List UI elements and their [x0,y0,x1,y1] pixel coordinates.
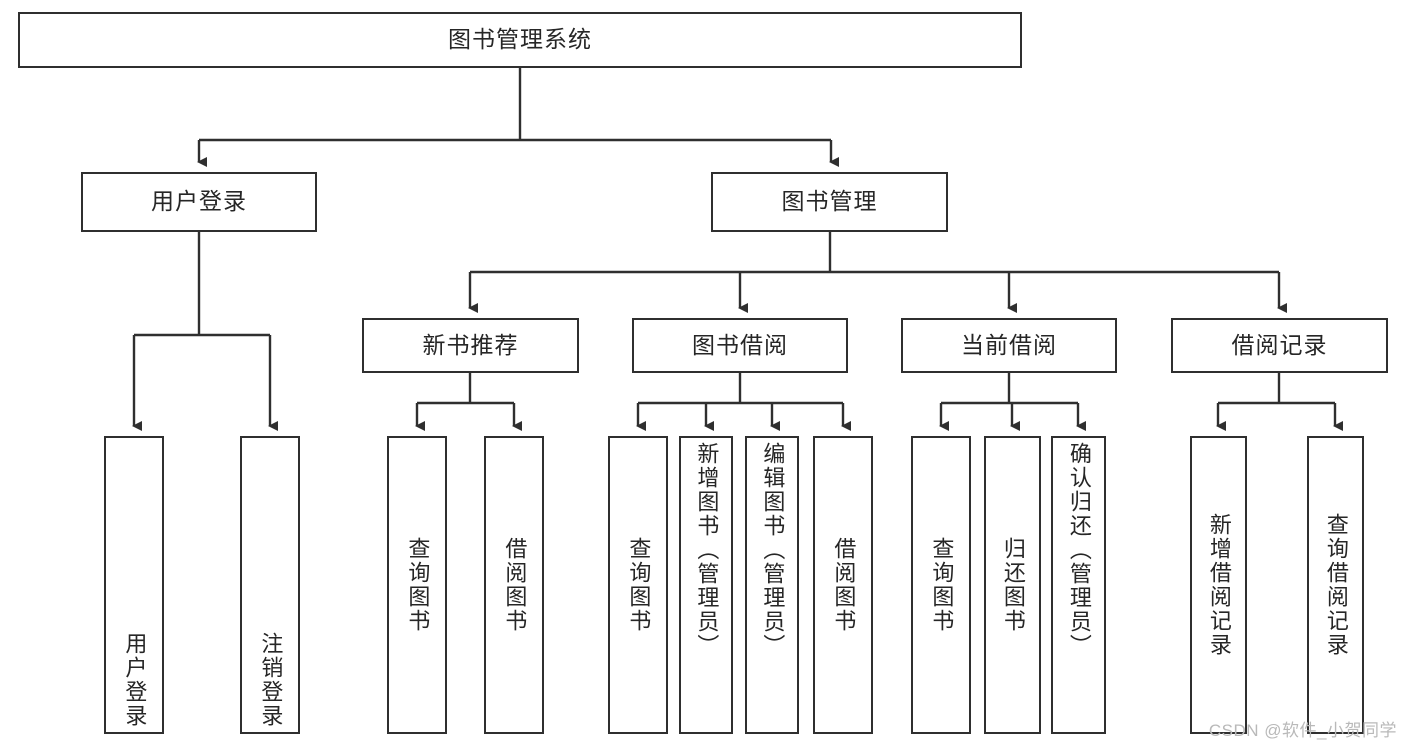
node-leaf-borrow-book-1-label: 借阅图书 [502,537,528,633]
node-current-borrow-label: 当前借阅 [961,331,1057,358]
node-book-borrow[interactable]: 图书借阅 [632,318,848,373]
node-current-borrow[interactable]: 当前借阅 [901,318,1117,373]
node-leaf-query-book-1-label: 查询图书 [405,537,431,633]
node-new-book-recommend[interactable]: 新书推荐 [362,318,579,373]
node-leaf-user-login-label: 用户登录 [122,632,148,728]
node-borrow-record[interactable]: 借阅记录 [1171,318,1388,373]
node-borrow-record-label: 借阅记录 [1231,331,1328,358]
node-leaf-add-borrow-record[interactable]: 新增借阅记录 [1190,436,1247,734]
node-book-borrow-label: 图书借阅 [692,331,788,358]
node-leaf-edit-book-admin-label: 编辑图书（管理员） [760,442,786,658]
node-leaf-query-borrow-record[interactable]: 查询借阅记录 [1307,436,1364,734]
node-leaf-return-book-label: 归还图书 [1000,537,1026,633]
node-leaf-logout-login-label: 注销登录 [258,632,284,728]
node-user-login[interactable]: 用户登录 [81,172,317,232]
node-leaf-confirm-return-admin-label: 确认归还（管理员） [1066,442,1092,658]
node-leaf-borrow-book-2[interactable]: 借阅图书 [813,436,873,734]
node-leaf-query-book-2[interactable]: 查询图书 [608,436,668,734]
node-leaf-query-borrow-record-label: 查询借阅记录 [1323,513,1349,657]
watermark-text: CSDN @软件_小贺同学 [1208,721,1397,740]
node-leaf-return-book[interactable]: 归还图书 [984,436,1041,734]
node-root-label: 图书管理系统 [448,26,592,53]
node-leaf-borrow-book-1[interactable]: 借阅图书 [484,436,544,734]
node-leaf-query-book-3[interactable]: 查询图书 [911,436,971,734]
node-leaf-add-borrow-record-label: 新增借阅记录 [1206,513,1232,657]
node-leaf-edit-book-admin[interactable]: 编辑图书（管理员） [745,436,799,734]
node-leaf-query-book-2-label: 查询图书 [626,537,652,633]
node-leaf-borrow-book-2-label: 借阅图书 [831,537,857,633]
node-leaf-logout-login[interactable]: 注销登录 [240,436,300,734]
node-root-system[interactable]: 图书管理系统 [18,12,1022,68]
node-leaf-add-book-admin[interactable]: 新增图书（管理员） [679,436,733,734]
node-user-login-label: 用户登录 [151,188,247,215]
node-leaf-query-book-3-label: 查询图书 [929,537,955,633]
node-book-management-label: 图书管理 [781,188,878,215]
node-book-management[interactable]: 图书管理 [711,172,948,232]
node-new-book-recommend-label: 新书推荐 [422,331,519,358]
node-leaf-confirm-return-admin[interactable]: 确认归还（管理员） [1051,436,1106,734]
node-leaf-user-login[interactable]: 用户登录 [104,436,164,734]
node-leaf-query-book-1[interactable]: 查询图书 [387,436,447,734]
node-leaf-add-book-admin-label: 新增图书（管理员） [694,442,720,658]
